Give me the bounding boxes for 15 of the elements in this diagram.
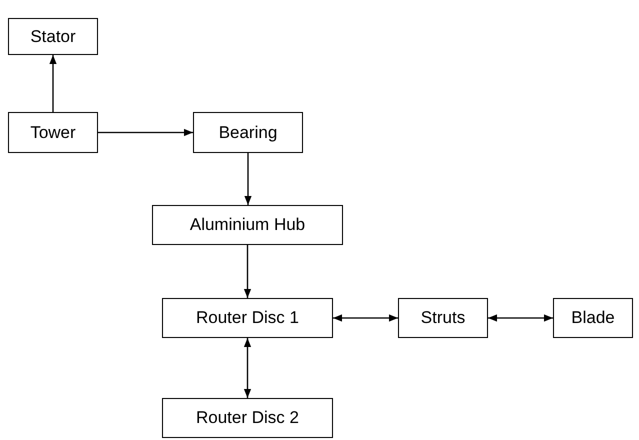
arrow: [49, 55, 57, 112]
arrow: [333, 314, 398, 322]
process-box: Aluminium Hub: [152, 205, 343, 245]
process-box: Stator: [8, 18, 98, 55]
arrow: [98, 128, 193, 136]
process-box: Router Disc 1: [162, 298, 333, 338]
process-box: Blade: [553, 298, 633, 338]
process-box: Struts: [398, 298, 488, 338]
process-box: Tower: [8, 112, 98, 153]
process-box: Router Disc 2: [162, 398, 333, 438]
arrow: [244, 153, 252, 205]
arrow: [244, 245, 252, 298]
arrow: [244, 338, 252, 398]
process-box: Bearing: [193, 112, 303, 153]
arrow: [488, 314, 553, 322]
